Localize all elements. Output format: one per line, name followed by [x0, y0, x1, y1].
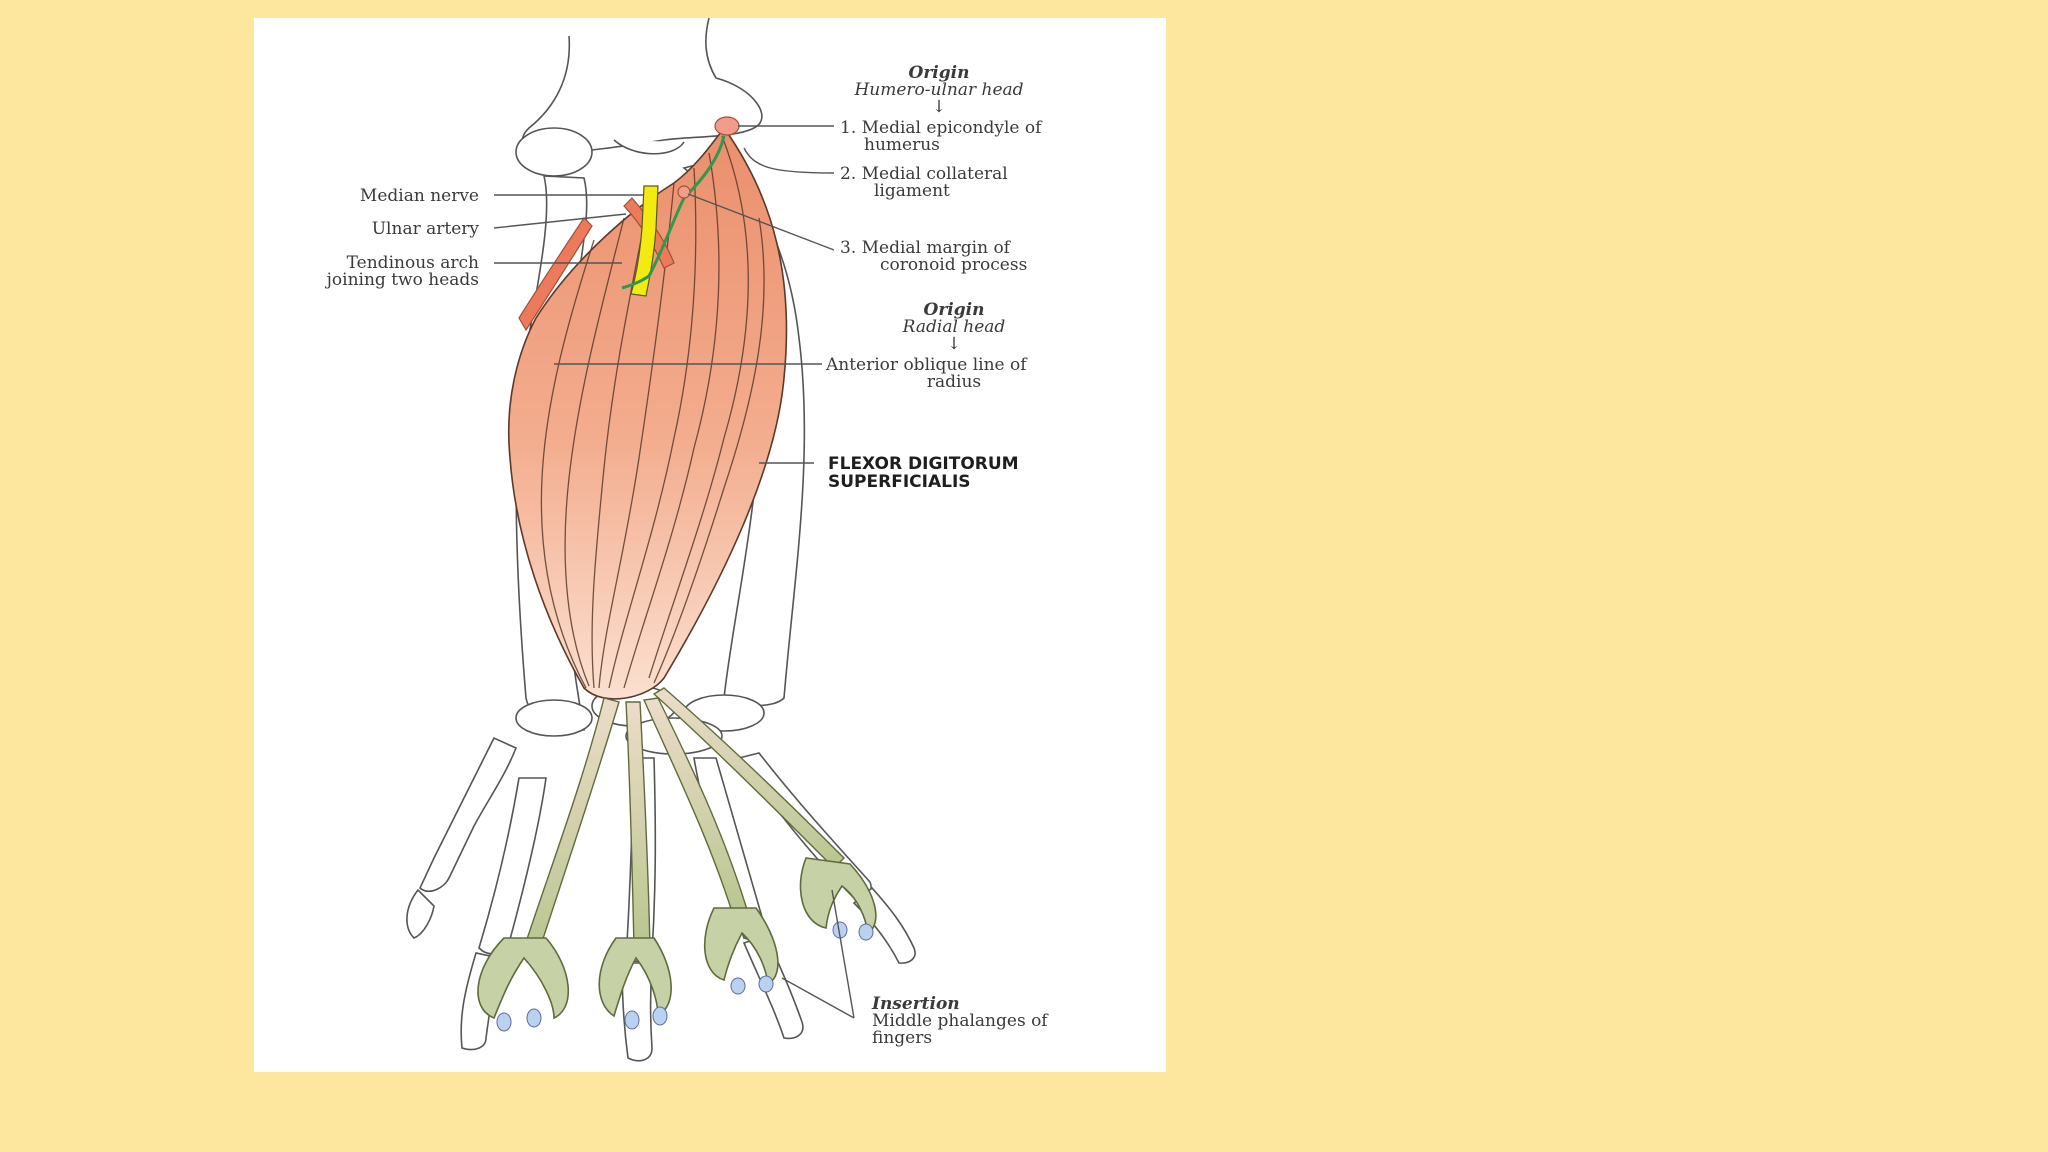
- flexor-digitorum-superficialis-muscle: [507, 126, 788, 700]
- label-oblique-line2: radius: [927, 372, 981, 392]
- muscle-name-line1: FLEXOR DIGITORUM: [828, 454, 1019, 474]
- tendinous-arch: [621, 135, 726, 290]
- origin-radial-arrow: ↓: [947, 334, 961, 354]
- medial-epicondyle-origin: [714, 116, 740, 136]
- forearm-anatomy-diagram: Origin Humero-ulnar head ↓ 1. Medial epi…: [325, 18, 1049, 1062]
- coronoid-origin: [677, 185, 691, 199]
- origin-humero-subtitle: Humero-ulnar head: [853, 80, 1023, 100]
- label-coronoid-line2: coronoid process: [880, 255, 1027, 275]
- label-medial-epicondyle-line2: humerus: [864, 135, 940, 155]
- label-medial-collateral-line2: ligament: [874, 181, 950, 201]
- label-coronoid-line1: 3. Medial margin of: [840, 238, 1012, 258]
- label-ulnar-artery: Ulnar artery: [372, 219, 480, 239]
- label-tendinous-arch-line2: joining two heads: [325, 270, 479, 290]
- insertion-spots: [496, 921, 874, 1032]
- label-medial-epicondyle-line1: 1. Medial epicondyle of: [840, 118, 1043, 138]
- origin-humero-title: Origin: [909, 63, 970, 83]
- origin-radial-title: Origin: [924, 300, 985, 320]
- insertion-title: Insertion: [871, 994, 960, 1014]
- humerus-bone: [515, 18, 763, 177]
- diagram-panel: Origin Humero-ulnar head ↓ 1. Medial epi…: [254, 18, 1166, 1072]
- label-medial-collateral-line1: 2. Medial collateral: [840, 164, 1008, 184]
- label-insertion-line2: fingers: [872, 1028, 932, 1048]
- origin-humero-arrow: ↓: [932, 97, 946, 117]
- leader-lines: [493, 125, 855, 1019]
- label-median-nerve: Median nerve: [360, 186, 479, 206]
- label-tendinous-arch-line1: Tendinous arch: [347, 253, 479, 273]
- label-oblique-line1: Anterior oblique line of: [825, 355, 1028, 375]
- tendon-insertions: [477, 857, 877, 1020]
- label-insertion-line1: Middle phalanges of: [872, 1011, 1049, 1031]
- median-nerve: [630, 185, 659, 297]
- muscle-name-line2: SUPERFICIALIS: [828, 472, 971, 492]
- origin-radial-subtitle: Radial head: [902, 317, 1006, 337]
